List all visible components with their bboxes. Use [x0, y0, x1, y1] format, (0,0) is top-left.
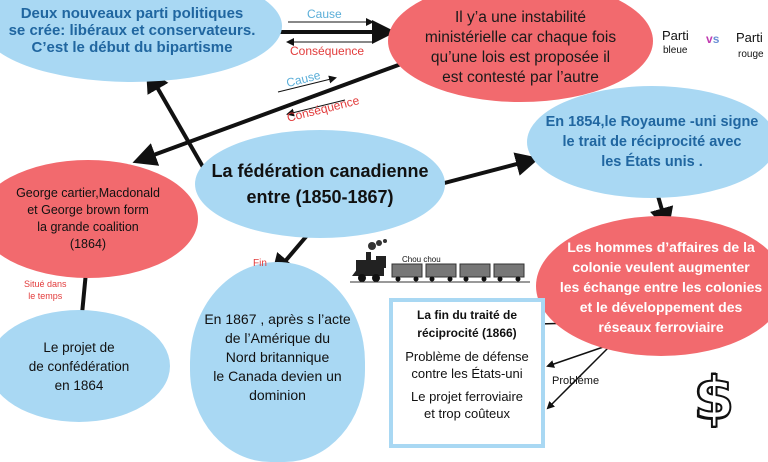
svg-text:$: $	[694, 364, 734, 428]
cause-arrow-middle	[277, 75, 337, 93]
label-probleme: Problème	[552, 375, 600, 387]
versus-icon: vs	[706, 32, 720, 46]
dollar-icon: $ $	[692, 362, 735, 428]
arrow-instabilite-coalition	[132, 58, 413, 166]
svg-text:$: $	[692, 362, 735, 428]
arrow-affaires-probleme2	[546, 343, 613, 410]
node-confederation: Le projet de de confédération en 1864	[0, 310, 170, 422]
box-item-defense: Problème de défense contre les États-uni	[405, 349, 529, 381]
label-cause-top: Cause	[307, 7, 342, 21]
box-item-ferroviaire: Le projet ferroviaire et trop coûteux	[411, 389, 523, 421]
legend-parti-bleu-sub: bleue	[663, 45, 688, 56]
node-affaires: Les hommes d’affaires de la colonie veul…	[536, 216, 768, 356]
label-fin: Fin	[253, 258, 267, 269]
node-coalition: George cartier,Macdonald et George brown…	[0, 160, 198, 278]
legend-parti-bleu: Parti	[662, 28, 689, 43]
node-acte: En 1867 , après s l’acte de l’Amérique d…	[190, 262, 365, 462]
legend-parti-rouge-sub: rouge	[738, 49, 764, 60]
consequence-arrow-middle	[286, 99, 346, 117]
node-reciprocite: En 1854,le Royaume -uni signe le trait d…	[527, 86, 768, 198]
box-title: La fin du traité de réciprocité (1866)	[416, 308, 517, 340]
node-bipartisme: Deux nouveaux parti politiques se crée: …	[0, 0, 282, 82]
train-icon	[350, 239, 530, 283]
label-situe: Situé dans le temps	[24, 279, 67, 301]
node-central: La fédération canadienne entre (1850-186…	[195, 130, 445, 238]
label-consequence-top: Conséquence	[290, 44, 365, 58]
node-instabilite: Il y’a une instabilité ministérielle car…	[388, 0, 653, 102]
reciprocite-end-box: La fin du traité de réciprocité (1866) P…	[389, 298, 545, 448]
train-label: Chou chou	[402, 255, 441, 264]
legend-parti-rouge: Parti	[736, 30, 763, 45]
